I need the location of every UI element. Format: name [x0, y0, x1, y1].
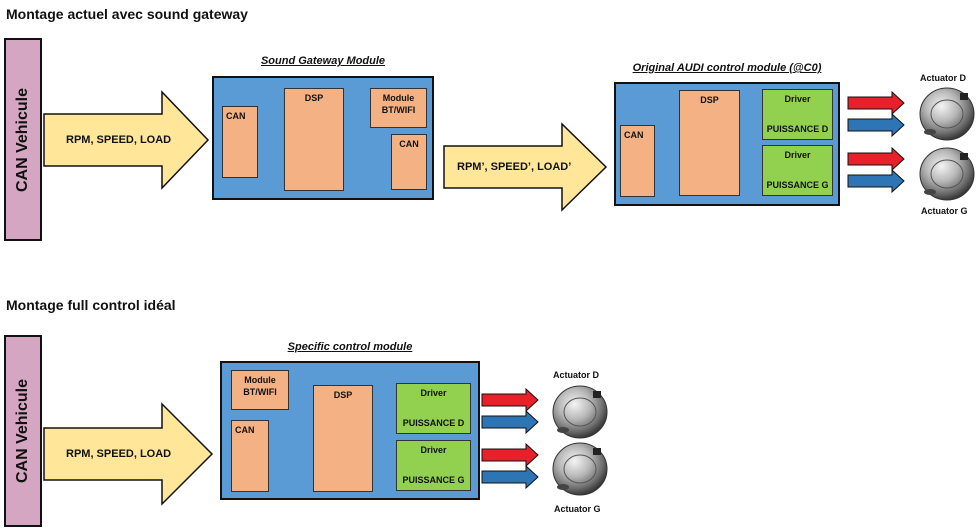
big-arrow-middle: [443, 122, 608, 212]
specific-driver-g: Driver PUISSANCE G: [396, 440, 471, 491]
audi-title: Original AUDI control module (@C0): [632, 62, 822, 74]
input-arrow-label-1: RPM, SPEED, LOAD: [66, 134, 172, 146]
specific-driver-d-power: PUISSANCE D: [402, 418, 465, 428]
actuator-d-image-2: [552, 385, 608, 439]
specific-can: CAN: [231, 420, 269, 492]
actuator-d-label-1: Actuator D: [920, 73, 967, 83]
actuator-g-image-1: [919, 147, 975, 201]
audi-dsp: DSP: [679, 90, 740, 196]
actuator-g-label-1: Actuator G: [921, 206, 968, 216]
blue-arrow-g-2: [481, 464, 539, 490]
section2-title: Montage full control idéal: [6, 297, 176, 313]
can-vehicule-label-2: CAN Vehicule: [14, 378, 31, 484]
specific-driver-g-power: PUISSANCE G: [402, 475, 465, 485]
actuator-d-image-1: [919, 87, 975, 141]
specific-module-bt-wifi: Module BT/WIFI: [231, 370, 289, 410]
input-arrow-label-2: RPM, SPEED, LOAD: [66, 448, 172, 460]
specific-driver-d: Driver PUISSANCE D: [396, 383, 471, 434]
can-vehicule-bar-2: CAN Vehicule: [4, 335, 42, 527]
gateway-dsp: DSP: [284, 88, 344, 191]
audi-driver-g: Driver PUISSANCE G: [762, 145, 833, 196]
audi-can: CAN: [620, 125, 655, 197]
gateway-module-bt-wifi: Module BT/WIFI: [370, 88, 427, 128]
audi-driver-g-power: PUISSANCE G: [766, 180, 829, 190]
specific-driver-g-label: Driver: [420, 445, 447, 455]
audi-driver-d: Driver PUISSANCE D: [762, 89, 833, 140]
blue-arrow-g-1: [847, 168, 905, 194]
gateway-can-left: CAN: [222, 106, 258, 178]
audi-driver-d-power: PUISSANCE D: [766, 124, 829, 134]
blue-arrow-d-2: [481, 409, 539, 435]
can-vehicule-label-1: CAN Vehicule: [14, 87, 31, 192]
blue-arrow-d-1: [847, 112, 905, 138]
audi-driver-g-label: Driver: [784, 150, 811, 160]
actuator-g-label-2: Actuator G: [554, 504, 601, 514]
specific-title: Specific control module: [287, 341, 413, 353]
red-arrow-d-1: [847, 90, 905, 116]
specific-driver-d-label: Driver: [420, 388, 447, 398]
can-vehicule-bar-1: CAN Vehicule: [4, 38, 42, 241]
middle-arrow-label: RPM’, SPEED’, LOAD’: [457, 161, 572, 173]
actuator-g-image-2: [552, 442, 608, 496]
red-arrow-g-1: [847, 146, 905, 172]
red-arrow-g-2: [481, 442, 539, 468]
audi-driver-d-label: Driver: [784, 94, 811, 104]
red-arrow-d-2: [481, 387, 539, 413]
section1-title: Montage actuel avec sound gateway: [6, 6, 248, 22]
gateway-title: Sound Gateway Module: [260, 55, 386, 67]
specific-dsp: DSP: [313, 385, 373, 492]
big-arrow-input-2: [43, 402, 214, 506]
gateway-can-right: CAN: [391, 134, 427, 190]
actuator-d-label-2: Actuator D: [553, 370, 600, 380]
big-arrow-input-1: [43, 90, 210, 190]
